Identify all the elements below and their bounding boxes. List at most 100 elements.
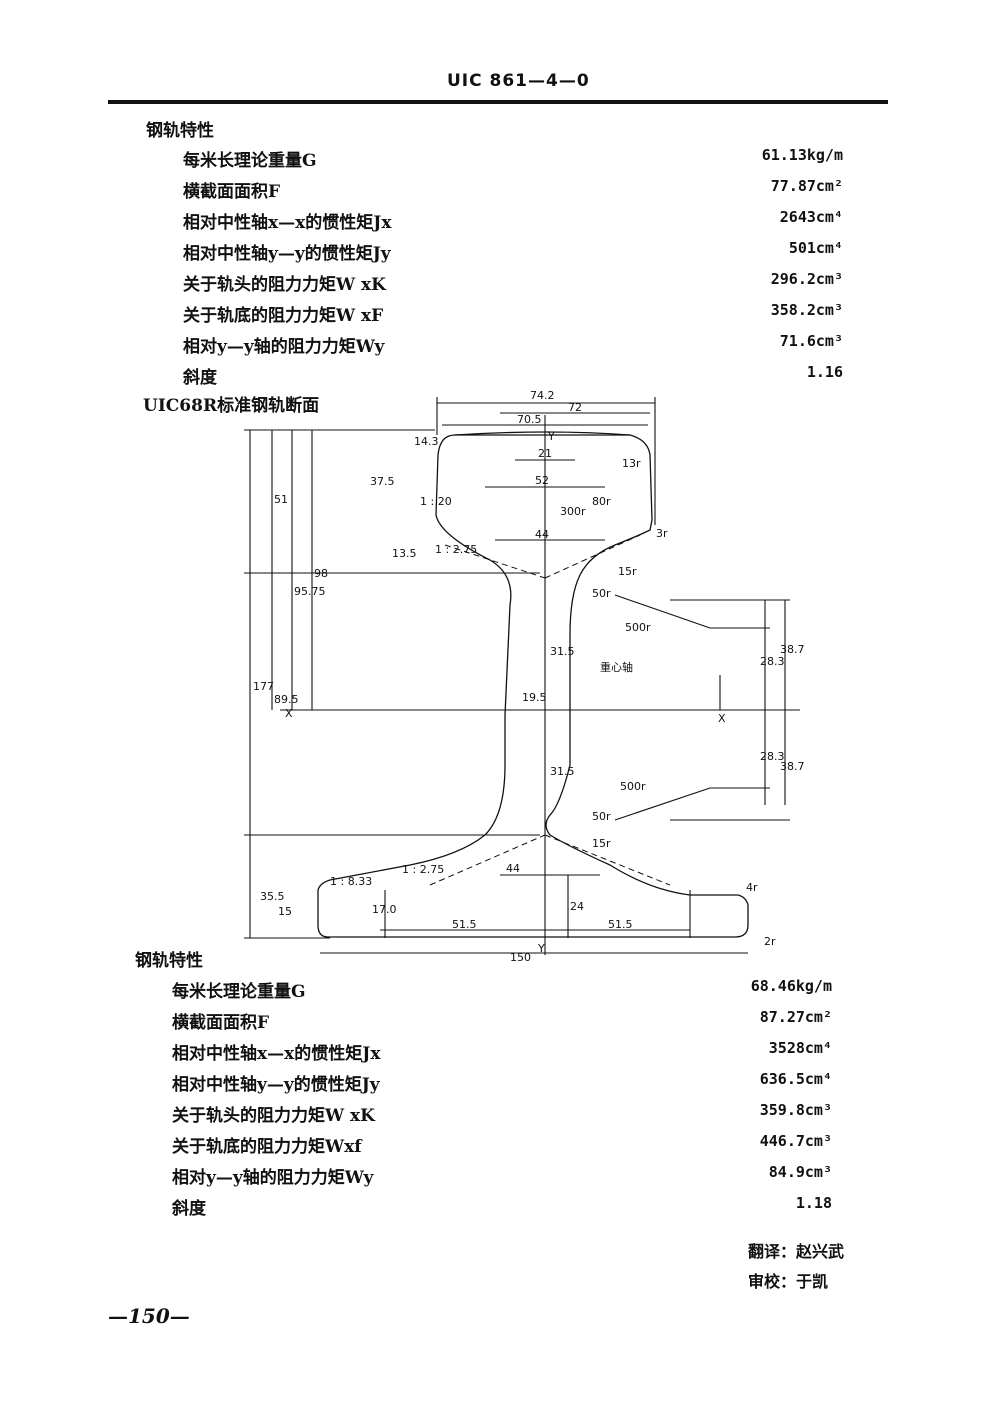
radius-label: 2r bbox=[764, 935, 776, 948]
dashed-base-left bbox=[429, 834, 546, 886]
property-value: 87.27cm² bbox=[759, 1008, 832, 1026]
property-label: 相对y—y轴的阻力力矩Wy bbox=[172, 1168, 374, 1188]
section2-title: 钢轨特性 bbox=[135, 951, 203, 971]
property-label: 关于轨头的阻力力矩W xK bbox=[172, 1106, 375, 1126]
property-value: 636.5cm⁴ bbox=[759, 1070, 832, 1088]
radius-label: 13r bbox=[622, 457, 641, 470]
document-code: UIC 861—4—0 bbox=[447, 71, 590, 91]
property-label: 每米长理论重量G bbox=[183, 151, 317, 171]
property-label: 相对中性轴y—y的惯性矩Jy bbox=[172, 1075, 380, 1095]
property-value: 1.18 bbox=[795, 1194, 832, 1212]
slope-label: 1 : 2.75 bbox=[435, 543, 477, 556]
property-value: 501cm⁴ bbox=[788, 239, 843, 257]
dim-label: 19.5 bbox=[522, 691, 547, 704]
property-label: 相对y—y轴的阻力力矩Wy bbox=[183, 337, 385, 357]
property-label: 相对中性轴x—x的惯性矩Jx bbox=[172, 1044, 381, 1064]
property-row: 斜度 1.16 bbox=[183, 363, 843, 393]
property-value: 77.87cm² bbox=[770, 177, 843, 195]
property-value: 296.2cm³ bbox=[770, 270, 843, 288]
property-value: 358.2cm³ bbox=[770, 301, 843, 319]
dim-label: 21 bbox=[538, 447, 552, 460]
header-rule bbox=[108, 100, 888, 104]
slope-label: 1 : 20 bbox=[420, 495, 452, 508]
page-number: —150— bbox=[108, 1304, 190, 1328]
slope-label: 1 : 8.33 bbox=[330, 875, 372, 888]
radius-label: 500r bbox=[620, 780, 646, 793]
dim-label: 72 bbox=[568, 401, 582, 414]
dim-label: 15 bbox=[278, 905, 292, 918]
radius-label: 50r bbox=[592, 587, 611, 600]
radius-500-bottom bbox=[614, 787, 711, 821]
property-row: 关于轨底的阻力力矩W xF 358.2cm³ bbox=[183, 301, 843, 331]
dim-label: 38.7 bbox=[780, 643, 805, 656]
property-row: 横截面面积F 87.27cm² bbox=[172, 1008, 832, 1038]
property-row: 相对中性轴x—x的惯性矩Jx 3528cm⁴ bbox=[172, 1039, 832, 1069]
centroid-axis-label: 重心轴 bbox=[600, 660, 633, 674]
property-row: 相对y—y轴的阻力力矩Wy 84.9cm³ bbox=[172, 1163, 832, 1193]
property-value: 359.8cm³ bbox=[759, 1101, 832, 1119]
dim-label: 44 bbox=[535, 528, 549, 541]
property-value: 84.9cm³ bbox=[768, 1163, 832, 1181]
translator-credit: 翻译：赵兴武 bbox=[748, 1242, 845, 1261]
property-row: 横截面面积F 77.87cm² bbox=[183, 177, 843, 207]
dashed-head-underside-left bbox=[444, 544, 546, 579]
radius-label: 15r bbox=[592, 837, 611, 850]
radius-500-top bbox=[614, 594, 711, 629]
property-row: 每米长理论重量G 61.13kg/m bbox=[183, 146, 843, 176]
dim-label: 89.5 bbox=[274, 693, 299, 706]
property-value: 446.7cm³ bbox=[759, 1132, 832, 1150]
property-value: 68.46kg/m bbox=[750, 977, 832, 995]
property-label: 斜度 bbox=[183, 368, 217, 388]
radius-label: 50r bbox=[592, 810, 611, 823]
property-label: 斜度 bbox=[172, 1199, 206, 1219]
property-row: 相对中性轴y—y的惯性矩Jy 636.5cm⁴ bbox=[172, 1070, 832, 1100]
property-row: 相对中性轴y—y的惯性矩Jy 501cm⁴ bbox=[183, 239, 843, 269]
property-label: 相对中性轴x—x的惯性矩Jx bbox=[183, 213, 392, 233]
property-row: 每米长理论重量G 68.46kg/m bbox=[172, 977, 832, 1007]
slope-label: 1 : 2.75 bbox=[402, 863, 444, 876]
dim-label: 51 bbox=[274, 493, 288, 506]
dashed-head-underside-right bbox=[544, 534, 641, 579]
diagram-title: UIC68R标准钢轨断面 bbox=[143, 396, 320, 416]
reviewer-credit: 审校：于凯 bbox=[748, 1272, 829, 1291]
rail-head-top bbox=[454, 431, 631, 436]
dim-label: 31.5 bbox=[550, 765, 575, 778]
dim-label: 24 bbox=[570, 900, 584, 913]
property-row: 相对中性轴x—x的惯性矩Jx 2643cm⁴ bbox=[183, 208, 843, 238]
property-label: 横截面面积F bbox=[172, 1013, 270, 1033]
dim-label: 28.3 bbox=[760, 750, 785, 763]
axis-label: Y bbox=[547, 430, 555, 443]
dashed-base-right bbox=[544, 834, 671, 886]
section1-title: 钢轨特性 bbox=[146, 121, 214, 141]
property-row: 关于轨底的阻力力矩Wxf 446.7cm³ bbox=[172, 1132, 832, 1162]
axis-label: Y bbox=[537, 942, 545, 955]
dim-label: 35.5 bbox=[260, 890, 285, 903]
dim-label: 98 bbox=[314, 567, 328, 580]
property-value: 61.13kg/m bbox=[761, 146, 843, 164]
property-label: 关于轨底的阻力力矩Wxf bbox=[172, 1137, 362, 1157]
rail-cross-section-diagram: 74.2 72 70.5 Y 21 52 13r 300r 80r 14.3 3… bbox=[244, 389, 805, 964]
dim-label: 31.5 bbox=[550, 645, 575, 658]
property-label: 每米长理论重量G bbox=[172, 982, 306, 1002]
radius-label: 300r bbox=[560, 505, 586, 518]
dim-label: 52 bbox=[535, 474, 549, 487]
radius-label: 500r bbox=[625, 621, 651, 634]
dim-label: 37.5 bbox=[370, 475, 395, 488]
dim-label: 38.7 bbox=[780, 760, 805, 773]
dim-label: 95.75 bbox=[294, 585, 326, 598]
radius-label: 15r bbox=[618, 565, 637, 578]
dim-label: 13.5 bbox=[392, 547, 417, 560]
radius-label: 3r bbox=[656, 527, 668, 540]
property-label: 横截面面积F bbox=[183, 182, 281, 202]
dim-label: 44 bbox=[506, 862, 520, 875]
property-value: 2643cm⁴ bbox=[779, 208, 843, 226]
dim-label: 51.5 bbox=[608, 918, 633, 931]
rail-profile-outline bbox=[317, 434, 749, 938]
property-value: 3528cm⁴ bbox=[768, 1039, 832, 1057]
property-label: 相对中性轴y—y的惯性矩Jy bbox=[183, 244, 391, 264]
property-label: 关于轨底的阻力力矩W xF bbox=[183, 306, 384, 326]
property-row: 关于轨头的阻力力矩W xK 296.2cm³ bbox=[183, 270, 843, 300]
axis-label: X bbox=[718, 712, 726, 725]
dim-label: 14.3 bbox=[414, 435, 439, 448]
dim-label: 177 bbox=[253, 680, 274, 693]
